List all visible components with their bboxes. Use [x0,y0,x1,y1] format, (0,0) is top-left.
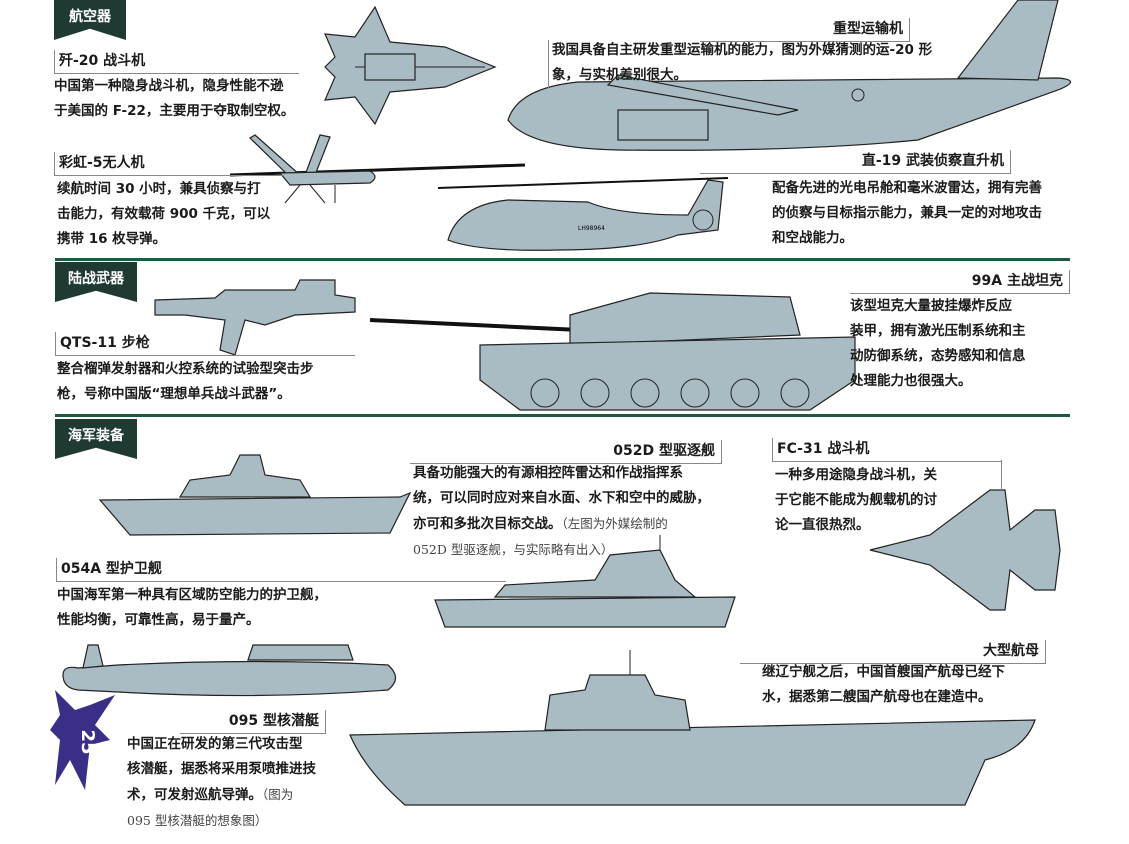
text-line: 处理能力也很强大。 [850,373,972,389]
z19-description: 配备先进的光电吊舱和毫米波雷达，拥有完善 的侦察与目标指示能力，兼具一定的对地攻… [772,176,1042,251]
section-tab-aircraft: 航空器 [54,0,126,40]
text-line: 枪，号称中国版“理想单兵战斗武器”。 [57,386,291,402]
image-note: 095 型核潜艇的想象图） [127,813,268,828]
text-line: 续航时间 30 小时，兼具侦察与打 [57,181,261,197]
j20-title: 歼-20 战斗机 [54,50,299,74]
carrier-title: 大型航母 [740,640,1046,664]
text-line: 击能力，有效载荷 900 千克，可以 [57,206,271,222]
text-line: 中国海军第一种具有区域防空能力的护卫舰， [57,587,327,603]
transport-title: 重型运输机 [700,18,910,42]
ch5-title: 彩虹-5无人机 [54,152,284,176]
text-line: 配备先进的光电吊舱和毫米波雷达，拥有完善 [772,180,1042,196]
text-line: 亦可和多批次目标交战。 [413,516,562,532]
z19-title: 直-19 武装侦察直升机 [700,150,1011,174]
text-line: 象，与实机差别很大。 [552,67,687,83]
section-tab-ground: 陆战武器 [55,262,137,302]
text-line: 整合榴弹发射器和火控系统的试验型突击步 [57,361,314,377]
transport-illustration [507,0,1072,151]
qts11-rifle-illustration [154,279,356,356]
page-number-logo: 25 [50,690,115,790]
image-note: 052D 型驱逐舰，与实际略有出入） [413,542,614,557]
image-note: （左图为外媒绘制的 [561,516,668,531]
sub095-illustration [62,644,397,697]
text-line: 一种多用途隐身战斗机，关 [775,467,937,483]
text-line: 携带 16 枚导弹。 [57,231,167,247]
text-line: 论一直很热烈。 [775,517,870,533]
fc31-description: 一种多用途隐身战斗机，关 于它能不能成为舰载机的讨 论一直很热烈。 [775,463,937,538]
text-line: 术，可发射巡航导弹。 [127,787,262,803]
f054a-frigate-illustration [434,535,736,628]
f054a-description: 中国海军第一种具有区域防空能力的护卫舰， 性能均衡，可靠性高，易于量产。 [57,583,327,633]
text-line: 和空战能力。 [772,230,853,246]
text-line: 该型坦克大量披挂爆炸反应 [850,298,1012,314]
carrier-illustration [349,650,1036,806]
page-number: 25 [77,729,98,754]
text-line: 我国具备自主研发重型运输机的能力，图为外媒猜测的运-20 形 [552,42,933,58]
text-line: 统，可以同时应对来自水面、水下和空中的威胁， [413,490,710,506]
ch5-drone-illustration [229,134,526,204]
text-line: 动防御系统，态势感知和信息 [850,348,1026,364]
d052-description: 具备功能强大的有源相控阵雷达和作战指挥系 统，可以同时应对来自水面、水下和空中的… [413,461,710,562]
tank99a-illustration [369,292,856,411]
sub095-description: 中国正在研发的第三代攻击型 核潜艇，据悉将采用泵喷推进技 术，可发射巡航导弹。（… [127,732,316,833]
text-line: 于它能不能成为舰载机的讨 [775,492,937,508]
section-divider [55,258,1070,261]
transport-bracket [548,40,549,88]
text-line: 的侦察与目标指示能力，兼具一定的对地攻击 [772,205,1042,221]
fc31-title: FC-31 战斗机 [772,438,1002,462]
qts11-description: 整合榴弹发射器和火控系统的试验型突击步 枪，号称中国版“理想单兵战斗武器”。 [57,357,314,407]
text-line: 性能均衡，可靠性高，易于量产。 [57,612,260,628]
ch5-description: 续航时间 30 小时，兼具侦察与打 击能力，有效载荷 900 千克，可以 携带 … [57,177,270,252]
d052-title: 052D 型驱逐舰 [410,440,722,464]
text-line: 中国正在研发的第三代攻击型 [127,736,303,752]
d052-destroyer-illustration [98,454,412,536]
transport-description: 我国具备自主研发重型运输机的能力，图为外媒猜测的运-20 形 象，与实机差别很大… [552,38,932,88]
z19-tail-code: LH98964 [578,225,605,232]
qts11-title: QTS-11 步枪 [55,332,355,356]
tank99a-description: 该型坦克大量披挂爆炸反应 装甲，拥有激光压制系统和主 动防御系统，态势感知和信息… [850,294,1026,394]
fc31-bracket [1001,460,1002,490]
z19-helicopter-illustration: LH98964 [437,177,729,251]
carrier-description: 继辽宁舰之后，中国首艘国产航母已经下 水，据悉第二艘国产航母也在建造中。 [762,660,1005,710]
section-divider [55,414,1070,417]
text-line: 核潜艇，据悉将采用泵喷推进技 [127,761,316,777]
j20-illustration [324,5,497,126]
fc31-illustration [869,489,1061,611]
text-line: 继辽宁舰之后，中国首艘国产航母已经下 [762,664,1005,680]
j20-description: 中国第一种隐身战斗机，隐身性能不逊 于美国的 F-22，主要用于夺取制空权。 [54,74,294,124]
sub095-title: 095 型核潜艇 [180,710,326,734]
f054a-title: 054A 型护卫舰 [56,558,506,582]
tank99a-title: 99A 主战坦克 [850,270,1070,294]
text-line: 装甲，拥有激光压制系统和主 [850,323,1026,339]
text-line: 具备功能强大的有源相控阵雷达和作战指挥系 [413,465,683,481]
text-line: 于美国的 F-22，主要用于夺取制空权。 [54,103,295,119]
text-line: 中国第一种隐身战斗机，隐身性能不逊 [54,78,284,94]
text-line: 水，据悉第二艘国产航母也在建造中。 [762,689,992,705]
image-note: （图为 [262,787,294,802]
